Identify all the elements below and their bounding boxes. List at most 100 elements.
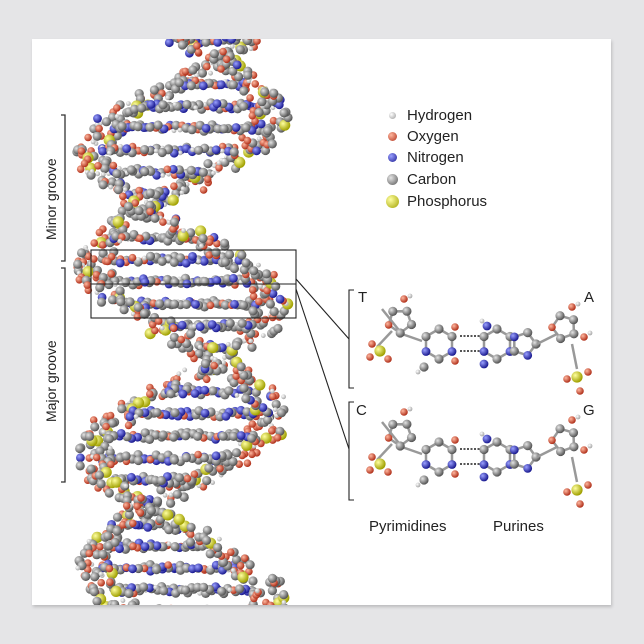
- atom-o: [563, 488, 571, 496]
- atom-c: [124, 510, 134, 520]
- atom-n: [211, 145, 221, 155]
- atom-c: [96, 297, 107, 307]
- atom-c: [75, 443, 85, 454]
- atom-c: [241, 123, 251, 133]
- atom-o: [248, 111, 257, 120]
- atom-n: [479, 347, 489, 356]
- atom-n: [236, 431, 246, 440]
- atom-n: [115, 258, 125, 268]
- atom-c: [220, 257, 230, 267]
- atom-n: [116, 429, 126, 438]
- atom-c: [170, 277, 180, 287]
- atom-c: [90, 572, 100, 582]
- atom-o: [568, 416, 576, 424]
- atom-o: [146, 455, 155, 464]
- atom-c: [110, 599, 120, 605]
- atom-c: [228, 456, 238, 467]
- atom-n: [115, 544, 124, 554]
- atom-o: [248, 286, 257, 294]
- atom-o: [576, 387, 584, 395]
- atom-c: [89, 587, 99, 597]
- atom-n: [421, 347, 431, 356]
- atom-c: [509, 459, 519, 469]
- atom-o: [133, 502, 141, 511]
- atom-o: [90, 239, 98, 247]
- atom-h: [196, 258, 201, 264]
- atom-c: [254, 107, 264, 118]
- atom-c: [235, 45, 245, 55]
- double-helix: [72, 39, 294, 605]
- atom-h: [107, 150, 112, 156]
- atom-c: [186, 522, 196, 532]
- atom-c: [239, 383, 249, 393]
- atom-n: [509, 332, 519, 342]
- atom-o: [106, 411, 115, 420]
- atom-c: [181, 453, 191, 463]
- atom-c: [98, 248, 108, 258]
- atom-h: [123, 483, 129, 489]
- atom-c: [568, 428, 579, 438]
- atom-c: [492, 467, 502, 477]
- atom-o: [222, 55, 231, 64]
- atom-c: [169, 299, 180, 309]
- atom-o: [186, 530, 195, 539]
- atom-c: [242, 39, 253, 46]
- atom-o: [261, 315, 270, 324]
- atom-o: [255, 297, 263, 306]
- atom-o: [206, 301, 215, 310]
- atom-c: [145, 188, 155, 198]
- atom-c: [187, 125, 197, 135]
- atom-o: [119, 520, 127, 529]
- atom-c: [169, 332, 179, 342]
- atom-p: [167, 194, 179, 206]
- atom-h: [166, 541, 172, 547]
- atom-c: [140, 428, 150, 438]
- atom-h: [230, 568, 236, 573]
- atom-n: [232, 60, 242, 70]
- atom-o: [122, 502, 131, 510]
- atom-n: [256, 119, 266, 129]
- atom-n: [161, 410, 171, 420]
- atom-c: [151, 565, 162, 575]
- atom-o: [170, 182, 178, 190]
- atom-c: [145, 251, 156, 261]
- atom-h: [75, 565, 81, 571]
- atom-h: [207, 432, 213, 438]
- atom-c: [271, 399, 281, 409]
- atom-c: [162, 274, 172, 285]
- atom-h: [142, 255, 147, 261]
- atom-n: [195, 322, 205, 331]
- atom-c: [509, 346, 519, 356]
- atom-c: [154, 299, 165, 309]
- atom-c: [204, 463, 214, 473]
- atom-h: [86, 538, 92, 544]
- zoom-callout: [90, 249, 354, 501]
- atom-h: [272, 407, 278, 412]
- atom-c: [95, 283, 105, 293]
- atom-c: [276, 408, 287, 418]
- atom-c: [263, 126, 273, 136]
- atom-h: [101, 429, 106, 435]
- atom-n: [207, 320, 217, 329]
- atom-p: [374, 458, 386, 470]
- atom-n: [146, 100, 156, 109]
- atom-c: [247, 433, 257, 443]
- atom-n: [76, 453, 85, 463]
- atom-c: [127, 600, 137, 605]
- atom-c: [112, 131, 122, 141]
- atom-c: [395, 328, 405, 338]
- atom-c: [220, 300, 231, 310]
- atom-c: [169, 455, 179, 465]
- atom-o: [120, 604, 126, 605]
- atom-o: [194, 450, 202, 459]
- atom-h: [575, 301, 581, 307]
- atom-n: [482, 434, 492, 444]
- legend-item-nitrogen: Nitrogen: [387, 147, 464, 167]
- atom-p: [112, 216, 124, 228]
- atom-o: [75, 276, 84, 284]
- atom-o: [451, 470, 459, 478]
- atom-c: [140, 145, 150, 155]
- atom-o: [236, 561, 245, 570]
- atom-c: [166, 498, 176, 508]
- atom-c: [157, 256, 167, 266]
